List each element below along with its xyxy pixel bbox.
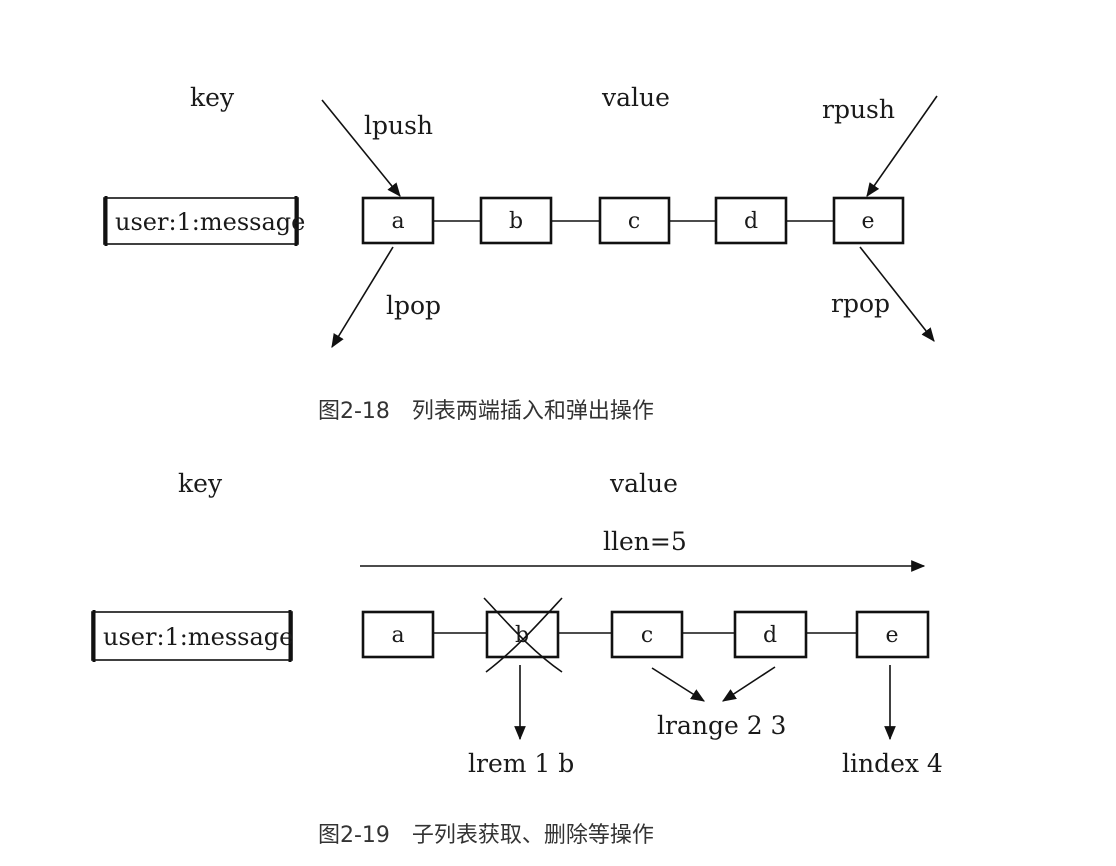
list-node-d: d — [733, 610, 808, 659]
list-node-b: b — [483, 597, 563, 673]
rpush-arrow — [866, 95, 938, 197]
node-box — [855, 610, 930, 659]
node-label: a — [391, 623, 404, 648]
key-header: key — [178, 469, 223, 498]
figure-caption: 图2-18 列表两端插入和弹出操作 — [318, 399, 654, 424]
key-box-frame — [103, 197, 299, 245]
lpush-label: lpush — [364, 111, 433, 140]
node-box — [485, 610, 560, 659]
list-node-e: e — [855, 610, 930, 659]
node-label: d — [744, 209, 758, 234]
key-box: user:1:message — [91, 610, 293, 662]
list-node-d: d — [714, 196, 788, 245]
figure-2-19: key value llen=5 user:1:message a b — [91, 469, 943, 848]
node-label: a — [391, 209, 404, 234]
list-node-c: c — [598, 196, 671, 245]
key-box: user:1:message — [103, 196, 305, 246]
value-header: value — [601, 83, 670, 112]
list-node-c: c — [610, 610, 684, 659]
lpush-arrow — [321, 99, 401, 197]
node-label: d — [763, 623, 777, 648]
lpop-arrow — [331, 246, 394, 348]
list-node-b: b — [479, 196, 553, 245]
rpush-label: rpush — [822, 95, 895, 124]
rpop-label: rpop — [831, 289, 890, 318]
node-label: e — [861, 209, 874, 234]
lrange-arrow-right — [722, 666, 776, 702]
node-box — [479, 196, 553, 245]
figure-2-18: key value user:1:message a b c d — [103, 83, 938, 424]
node-box — [361, 196, 435, 245]
node-box — [361, 610, 435, 659]
lrange-label: lrange 2 3 — [657, 711, 786, 740]
node-box — [733, 610, 808, 659]
cross-out-stroke-1 — [483, 597, 563, 673]
node-label: c — [641, 623, 653, 648]
key-box-frame — [91, 611, 293, 661]
node-label: b — [509, 209, 523, 234]
lrem-label: lrem 1 b — [468, 749, 574, 778]
lindex-label: lindex 4 — [842, 749, 943, 778]
node-label: e — [885, 623, 898, 648]
node-label: c — [628, 209, 640, 234]
lpop-label: lpop — [386, 291, 441, 320]
list-node-a: a — [361, 610, 435, 659]
rpop-arrow — [859, 246, 935, 342]
key-name: user:1:message — [103, 623, 293, 651]
llen-label: llen=5 — [603, 527, 687, 556]
node-box — [714, 196, 788, 245]
key-header: key — [190, 83, 235, 112]
node-box — [832, 196, 905, 245]
node-box — [610, 610, 684, 659]
cross-out-stroke-2 — [485, 597, 563, 673]
figure-caption: 图2-19 子列表获取、删除等操作 — [318, 823, 654, 848]
key-name: user:1:message — [115, 208, 305, 236]
list-node-e: e — [832, 196, 905, 245]
lrange-arrow-left — [651, 667, 705, 702]
value-header: value — [609, 469, 678, 498]
node-box — [598, 196, 671, 245]
list-node-a: a — [361, 196, 435, 245]
